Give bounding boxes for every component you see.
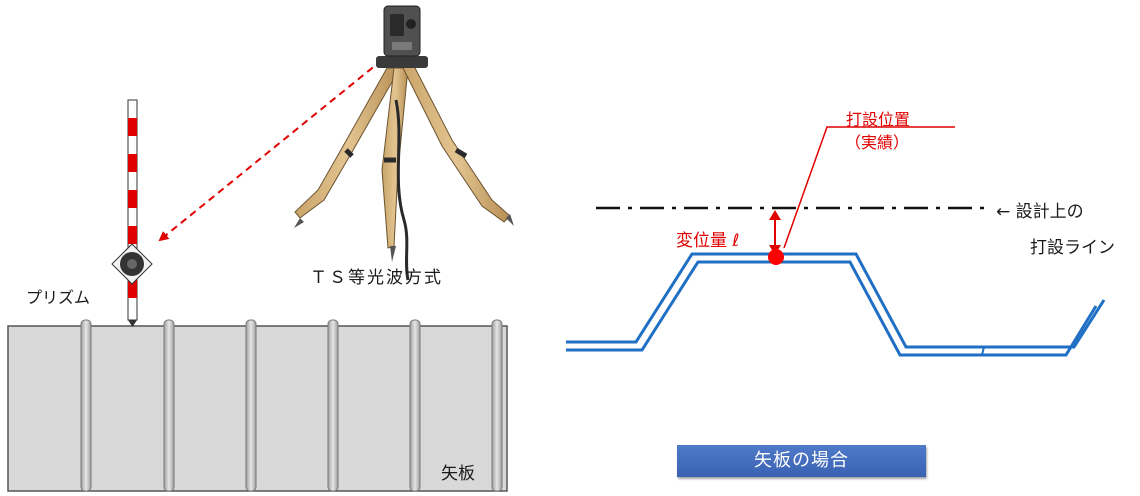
sheet-pile-wall — [7, 319, 508, 492]
position-leader-line — [783, 126, 955, 249]
design-line-label-1: ← 設計上の — [996, 202, 1084, 222]
caption-badge: 矢板の場合 — [677, 445, 926, 477]
actual-position-label: 打設位置 — [846, 110, 911, 129]
pile-section-outline — [566, 252, 1106, 349]
total-station-tripod — [294, 5, 514, 281]
pile-section-inline — [566, 260, 1098, 357]
prism-label: プリズム — [26, 288, 91, 307]
method-label: ＴＳ等光波方式 — [310, 268, 443, 288]
pile-joint — [981, 346, 985, 356]
sheet-pile-label: 矢板 — [441, 464, 475, 484]
actual-position-sub: （実績） — [845, 133, 910, 152]
actual-position-marker — [768, 249, 784, 265]
prism-icon — [111, 243, 153, 285]
design-line-label-2: 打設ライン — [1030, 238, 1115, 258]
displacement-label: 変位量 ℓ — [676, 231, 740, 251]
prism-pole — [127, 99, 138, 327]
displacement-arrow — [769, 210, 781, 255]
